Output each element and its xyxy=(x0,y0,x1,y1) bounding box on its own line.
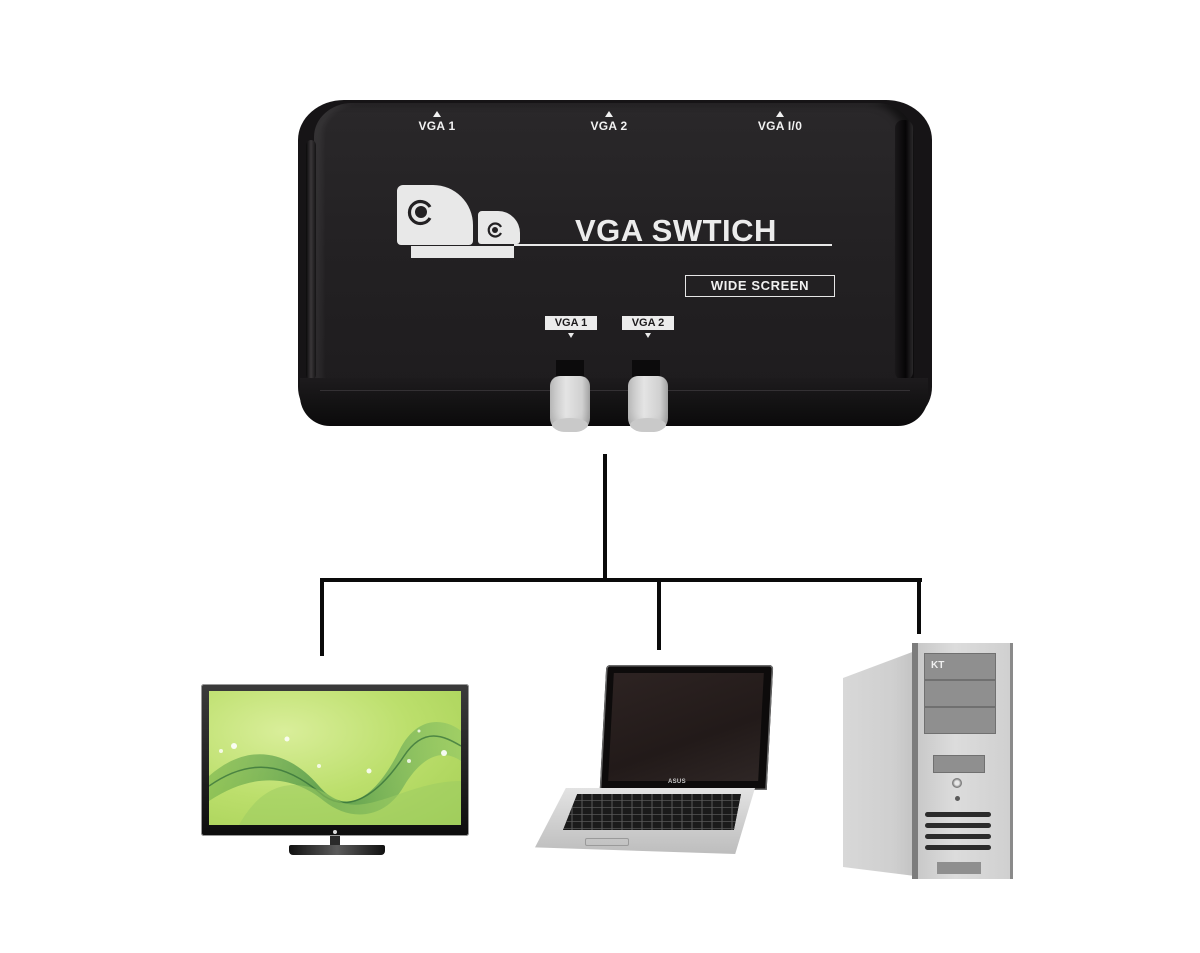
pc-floppy-bay xyxy=(933,755,985,773)
wide-screen-badge: WIDE SCREEN xyxy=(685,275,835,297)
switch-right-edge xyxy=(895,120,913,380)
switch-left-edge xyxy=(306,140,316,380)
button-label-vga2: VGA 2 xyxy=(622,316,674,338)
laptop-touchpad xyxy=(585,838,629,846)
button-label-vga1: VGA 1 xyxy=(545,316,597,338)
pc-power-led xyxy=(955,796,960,801)
pc-brand-label: KT xyxy=(931,660,945,671)
title-underline xyxy=(514,244,832,246)
pc-drive-bay-1: KT xyxy=(924,653,996,680)
pc-side-panel xyxy=(843,651,915,876)
arrow-up-icon xyxy=(605,111,613,117)
laptop-screen xyxy=(608,673,764,781)
port-label-vga2: VGA 2 xyxy=(569,111,649,133)
arrow-down-icon xyxy=(568,333,574,338)
trunk-line xyxy=(603,454,607,580)
branch-line-laptop xyxy=(657,578,661,650)
monitor-stand-neck xyxy=(330,836,340,846)
laptop-brand-logo: ASUS xyxy=(668,779,686,785)
pc-drive-bay-3 xyxy=(924,707,996,734)
pc-vent-slot xyxy=(925,812,991,817)
arrow-down-icon xyxy=(645,333,651,338)
logo-leaf-large xyxy=(397,185,473,245)
switch-front-edge xyxy=(300,378,928,426)
pc-vent-slot xyxy=(925,823,991,828)
branch-line-desktop xyxy=(917,578,921,634)
port-label-vga1: VGA 1 xyxy=(397,111,477,133)
bus-line xyxy=(320,578,922,582)
pc-bottom-panel xyxy=(937,862,981,874)
pc-drive-bay-2 xyxy=(924,680,996,707)
logo-base-bar xyxy=(411,246,514,258)
logo-leaf-small xyxy=(478,211,520,244)
monitor-power-led xyxy=(333,830,337,834)
port-label-vga-io: VGA I/0 xyxy=(740,111,820,133)
arrow-up-icon xyxy=(433,111,441,117)
monitor-stand-base xyxy=(289,845,385,855)
device-title: VGA SWTICH xyxy=(575,213,777,248)
pc-vent-slot xyxy=(925,834,991,839)
pc-power-button[interactable] xyxy=(952,778,962,788)
branch-line-monitor xyxy=(320,578,324,656)
pc-vent-slot xyxy=(925,845,991,850)
switch-seam-line xyxy=(320,390,910,391)
arrow-up-icon xyxy=(776,111,784,117)
monitor-screen xyxy=(209,691,461,825)
vga2-select-button[interactable] xyxy=(628,376,668,432)
laptop-keyboard-rows xyxy=(563,794,741,830)
vga1-select-button[interactable] xyxy=(550,376,590,432)
